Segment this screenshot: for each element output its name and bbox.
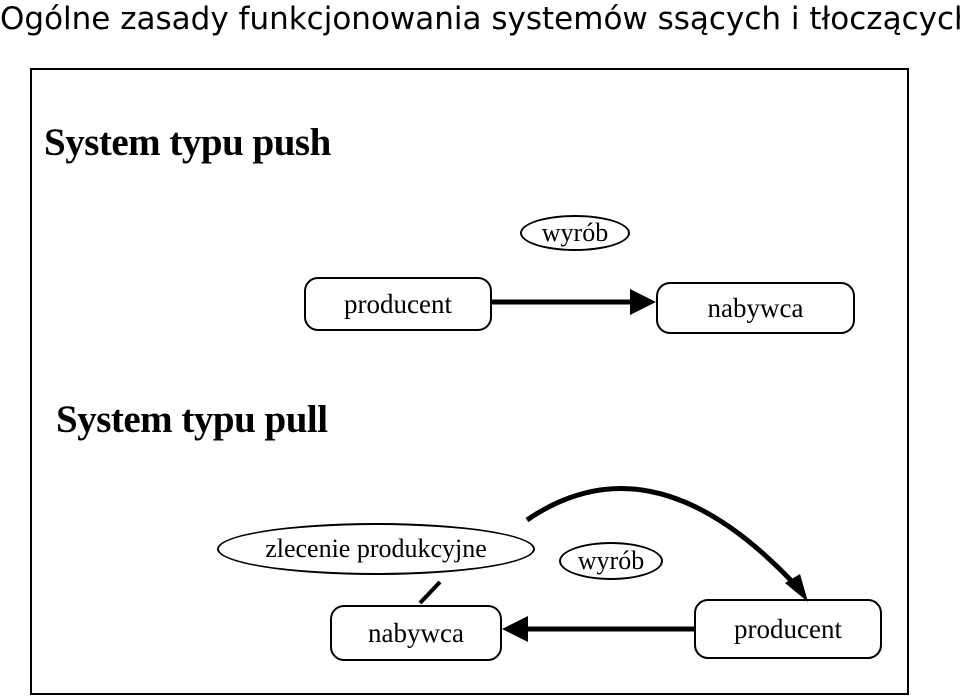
push-system-title: System typu push [44,121,331,164]
pull-system-title: System typu pull [56,398,328,441]
push-producer-node: producent [304,277,492,331]
slide-title: Ogólne zasady funkcjonowania systemów ss… [0,1,960,37]
push-buyer-node: nabywca [656,282,855,334]
pull-order-label: zlecenie produkcyjne [217,523,535,575]
pull-flow-label: wyrób [559,542,663,580]
pull-buyer-node: nabywca [330,605,502,661]
pull-producer-node: producent [694,599,882,659]
push-flow-label: wyrób [520,215,630,251]
